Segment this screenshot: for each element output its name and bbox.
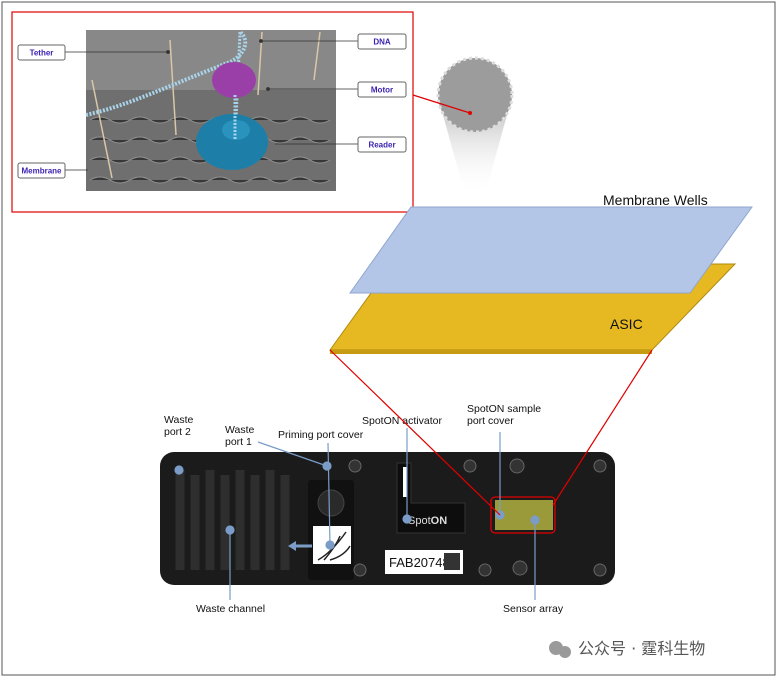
priming-port-cover-label: Priming port cover	[278, 429, 364, 441]
label-motor: Motor	[357, 81, 407, 98]
label-dna: DNA	[357, 33, 407, 50]
dna-label: DNA	[373, 38, 391, 47]
label-reader: Reader	[357, 136, 407, 153]
label-tether: Tether	[17, 44, 66, 61]
waste-channel-label: Waste channel	[196, 603, 265, 615]
magnified-well-view	[412, 56, 514, 195]
nanopore-inset: Tether Membrane DNA Motor Reader	[11, 11, 414, 213]
spoton-logo: SpotON	[408, 515, 447, 527]
spoton-activator	[396, 462, 466, 534]
reader-protein	[196, 114, 268, 170]
tether-label: Tether	[30, 49, 54, 58]
qr-code	[444, 553, 460, 570]
flowcell-id-text: FAB20748	[389, 555, 450, 570]
reader-label: Reader	[368, 141, 395, 150]
dna-strand	[85, 30, 248, 117]
zoom-pointer-line	[412, 94, 471, 114]
sensor-highlight-box	[490, 496, 556, 534]
membrane-label: Membrane	[21, 167, 62, 176]
asic-label: ASIC	[610, 316, 643, 332]
motor-protein	[212, 62, 256, 98]
membrane-wells-layer	[349, 206, 753, 294]
waste-channel-shape	[175, 470, 290, 570]
membrane-wells-label: Membrane Wells	[603, 192, 708, 208]
sensor-array-label: Sensor array	[503, 603, 564, 615]
watermark-text: 公众号 · 霆科生物	[578, 639, 705, 658]
motor-label: Motor	[371, 86, 393, 95]
projection-line-right	[552, 349, 653, 506]
label-membrane: Membrane	[17, 162, 66, 179]
layer-stack: Membrane Wells ASIC	[329, 192, 753, 354]
spoton-activator-label: SpotON activator	[362, 415, 442, 427]
magnified-circle	[438, 58, 512, 132]
watermark: 公众号 · 霆科生物	[549, 639, 705, 658]
screws	[348, 458, 607, 577]
sensor-array-chip	[495, 500, 553, 530]
callout-pointers	[174, 428, 540, 600]
projection-line-left	[329, 349, 501, 516]
